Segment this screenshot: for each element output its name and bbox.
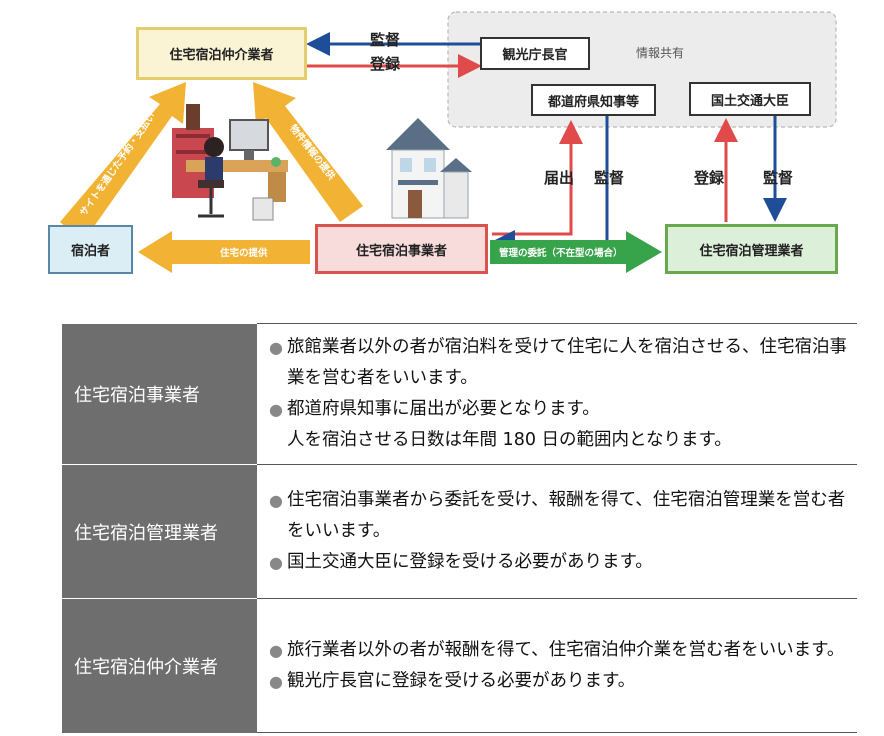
table-row: 住宅宿泊仲介業者 ● 旅行業者以外の者が報酬を得て、住宅宿泊仲介業を営む者をいい… bbox=[62, 598, 857, 733]
description-item: ● 住宅宿泊事業者から委託を受け、報酬を得て、住宅宿泊管理業を営む者をいいます。 bbox=[269, 485, 849, 547]
description-item: ● 国土交通大臣に登録を受ける必要があります。 bbox=[269, 547, 849, 578]
site-booking-arrow bbox=[60, 82, 186, 242]
housing-provision-caption: 住宅の提供 bbox=[220, 247, 268, 259]
bullet-icon: ● bbox=[269, 553, 283, 572]
role-description-table: 住宅宿泊事業者 ● 旅館業者以外の者が宿泊料を受けて住宅に人を宿泊させる、住宅宿… bbox=[62, 323, 857, 733]
mlit-minister-box: 国土交通大臣 bbox=[689, 82, 811, 116]
housing-provision-arrow bbox=[138, 231, 310, 273]
description-item: ● 観光庁長官に登録を受ける必要があります。 bbox=[269, 666, 849, 697]
table-row: 住宅宿泊管理業者 ● 住宅宿泊事業者から委託を受け、報酬を得て、住宅宿泊管理業を… bbox=[62, 464, 857, 599]
operator-box: 住宅宿泊事業者 bbox=[315, 224, 488, 274]
notify-label: 届出 bbox=[544, 169, 575, 187]
supervise-label-mlit: 監督 bbox=[763, 169, 794, 187]
broker-box: 住宅宿泊仲介業者 bbox=[136, 27, 307, 80]
guest-box: 宿泊者 bbox=[48, 225, 133, 274]
notify-arrow bbox=[492, 120, 583, 236]
description-cell: ● 住宅宿泊事業者から委託を受け、報酬を得て、住宅宿泊管理業を営む者をいいます。… bbox=[257, 464, 857, 599]
description-item: ● 旅館業者以外の者が宿泊料を受けて住宅に人を宿泊させる、住宅宿泊事業を営む者を… bbox=[269, 332, 849, 394]
supervise-label-top: 監督 bbox=[370, 31, 401, 49]
description-cell: ● 旅行業者以外の者が報酬を得て、住宅宿泊仲介業を営む者をいいます。 ● 観光庁… bbox=[257, 598, 857, 733]
bullet-icon: ● bbox=[269, 338, 283, 357]
register-label-mlit: 登録 bbox=[694, 169, 725, 187]
table-row: 住宅宿泊事業者 ● 旅館業者以外の者が宿泊料を受けて住宅に人を宿泊させる、住宅宿… bbox=[62, 323, 857, 465]
description-item: 人を宿泊させる日数は年間 180 日の範囲内となります。 bbox=[287, 430, 732, 450]
supervise-label-gov: 監督 bbox=[594, 169, 625, 187]
office-worker-illustration bbox=[172, 104, 288, 221]
description-cell: ● 旅館業者以外の者が宿泊料を受けて住宅に人を宿泊させる、住宅宿泊事業を営む者を… bbox=[257, 323, 857, 465]
bullet-icon: ● bbox=[269, 491, 283, 510]
entrust-caption: 管理の委託（不在型の場合） bbox=[499, 247, 623, 259]
bullet-icon: ● bbox=[269, 671, 283, 691]
house-illustration bbox=[386, 118, 472, 219]
description-item: ● 都道府県知事に届出が必要となります。 bbox=[269, 394, 849, 425]
governor-box: 都道府県知事等 bbox=[531, 84, 656, 116]
bullet-icon: ● bbox=[269, 400, 283, 419]
site-booking-caption: サイトを通じた予約・支払い bbox=[77, 110, 158, 218]
role-cell: 住宅宿泊仲介業者 bbox=[62, 598, 257, 733]
info-share-label: 情報共有 bbox=[636, 46, 685, 60]
description-item: ● 旅行業者以外の者が報酬を得て、住宅宿泊仲介業を営む者をいいます。 bbox=[269, 635, 849, 666]
manager-box: 住宅宿泊管理業者 bbox=[665, 224, 838, 274]
role-cell: 住宅宿泊管理業者 bbox=[62, 464, 257, 599]
bullet-icon: ● bbox=[269, 640, 283, 660]
property-info-arrow bbox=[253, 82, 363, 222]
entrust-arrow bbox=[490, 231, 662, 273]
tourism-commissioner-box: 観光庁長官 bbox=[480, 37, 590, 70]
register-label-top: 登録 bbox=[370, 55, 401, 73]
role-cell: 住宅宿泊事業者 bbox=[62, 323, 257, 465]
